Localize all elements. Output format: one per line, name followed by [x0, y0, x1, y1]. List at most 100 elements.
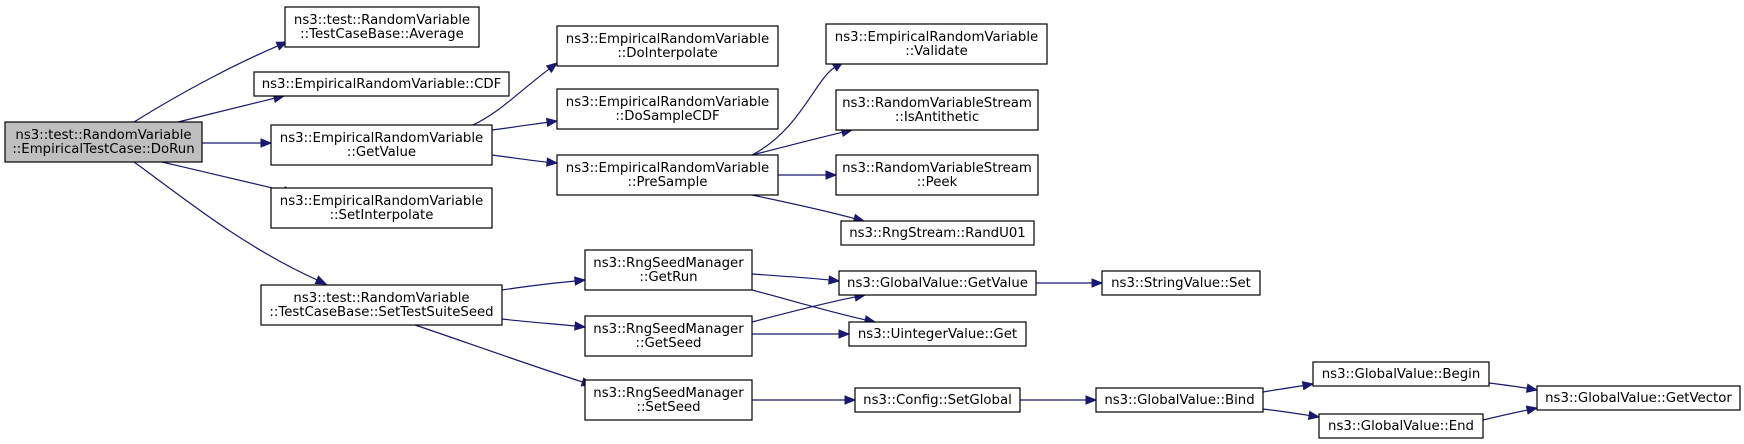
node-label: ns3::GlobalValue::Begin: [1322, 367, 1481, 382]
node-box: [835, 154, 1039, 196]
node-box: [584, 379, 753, 421]
node-peek[interactable]: ns3::RandomVariableStream::Peek: [835, 154, 1039, 196]
node-label: ns3::RngStream::RandU01: [849, 226, 1026, 241]
edge-line: [751, 289, 866, 321]
node-randU01[interactable]: ns3::RngStream::RandU01: [840, 220, 1035, 246]
node-box: [556, 25, 779, 67]
edge-getValueERV-to-doInterpolate: [472, 62, 559, 126]
arrowhead-icon: [275, 41, 289, 51]
node-gvBind[interactable]: ns3::GlobalValue::Bind: [1095, 387, 1264, 413]
edge-line: [751, 66, 835, 156]
node-doRun[interactable]: ns3::test::RandomVariable::EmpiricalTest…: [4, 121, 203, 163]
node-label: ::SetSeed: [636, 400, 700, 415]
edge-getValueERV-to-preSample: [491, 154, 559, 167]
node-average[interactable]: ns3::test::RandomVariable::TestCaseBase:…: [284, 6, 480, 48]
node-getSeed[interactable]: ns3::RngSeedManager::GetSeed: [584, 315, 753, 357]
edge-line: [751, 296, 856, 323]
node-label: ns3::RandomVariableStream: [842, 161, 1032, 176]
node-setInterpolate[interactable]: ns3::EmpiricalRandomVariable::SetInterpo…: [270, 187, 493, 229]
node-layer: ns3::test::RandomVariable::EmpiricalTest…: [4, 6, 1741, 439]
node-label: ns3::Config::SetGlobal: [863, 393, 1012, 408]
node-label: ns3::RngSeedManager: [593, 322, 744, 337]
node-box: [556, 88, 779, 130]
edge-line: [472, 68, 550, 126]
node-getValueERV[interactable]: ns3::EmpiricalRandomVariable::GetValue: [270, 124, 493, 166]
node-label: ::EmpiricalTestCase::DoRun: [12, 142, 194, 157]
edge-preSample-to-peek: [778, 170, 838, 180]
node-validate[interactable]: ns3::EmpiricalRandomVariable::Validate: [825, 23, 1048, 65]
node-isAntithetic[interactable]: ns3::RandomVariableStream::IsAntithetic: [835, 89, 1039, 131]
edge-line: [1488, 382, 1528, 389]
node-gvBegin[interactable]: ns3::GlobalValue::Begin: [1312, 361, 1490, 387]
arrowhead-icon: [545, 62, 559, 74]
node-box: [253, 71, 510, 97]
arrowhead-icon: [1085, 395, 1098, 405]
node-uintGet[interactable]: ns3::UintegerValue::Get: [848, 321, 1027, 347]
node-label: ns3::GlobalValue::Bind: [1104, 393, 1254, 408]
edge-configSetGlobal-to-gvBind: [1020, 395, 1098, 405]
node-label: ns3::StringValue::Set: [1111, 276, 1251, 291]
node-label: ::TestCaseBase::SetTestSuiteSeed: [269, 305, 493, 320]
node-label: ns3::UintegerValue::Get: [858, 327, 1017, 342]
node-label: ns3::GlobalValue::GetVector: [1545, 391, 1732, 406]
arrowhead-icon: [546, 157, 559, 167]
node-box: [584, 249, 753, 291]
node-label: ns3::RandomVariableStream: [842, 96, 1032, 111]
node-stringSet[interactable]: ns3::StringValue::Set: [1101, 270, 1261, 296]
node-box: [556, 154, 779, 196]
node-box: [825, 23, 1048, 65]
edge-line: [501, 280, 576, 291]
node-label: ::Validate: [905, 44, 968, 59]
edge-getValueERV-to-doSampleCDF: [491, 117, 559, 131]
edge-getSeed-to-uintGet: [752, 329, 851, 339]
node-label: ns3::EmpiricalRandomVariable: [566, 95, 769, 110]
arrowhead-icon: [574, 321, 587, 331]
node-label: ::DoInterpolate: [617, 46, 717, 61]
arrowhead-icon: [1525, 405, 1539, 415]
node-gvEnd[interactable]: ns3::GlobalValue::End: [1318, 413, 1484, 439]
node-label: ns3::test::RandomVariable: [294, 13, 470, 28]
node-gvGetVector[interactable]: ns3::GlobalValue::GetVector: [1536, 385, 1741, 411]
edge-getRun-to-gvGetValue: [751, 273, 841, 285]
edge-line: [133, 45, 279, 123]
node-label: ns3::EmpiricalRandomVariable: [566, 32, 769, 47]
edge-gvBegin-to-gvGetVector: [1488, 382, 1539, 393]
edge-gvGetValue-to-stringSet: [1035, 278, 1104, 288]
arrowhead-icon: [1525, 383, 1539, 393]
node-label: ::GetSeed: [636, 336, 702, 351]
node-box: [840, 220, 1035, 246]
arrowhead-icon: [844, 395, 857, 405]
node-label: ::DoSampleCDF: [615, 109, 719, 124]
node-label: ns3::EmpiricalRandomVariable::CDF: [262, 77, 502, 92]
node-gvGetValue[interactable]: ns3::GlobalValue::GetValue: [838, 270, 1037, 296]
arrowhead-icon: [260, 138, 273, 148]
node-getRun[interactable]: ns3::RngSeedManager::GetRun: [584, 249, 753, 291]
node-setSeed[interactable]: ns3::RngSeedManager::SetSeed: [584, 379, 753, 421]
node-setTestSuiteSeed[interactable]: ns3::test::RandomVariable::TestCaseBase:…: [260, 284, 503, 326]
node-label: ns3::RngSeedManager: [593, 386, 744, 401]
node-box: [1536, 385, 1741, 411]
edge-gvBind-to-gvBegin: [1262, 381, 1315, 393]
node-doInterpolate[interactable]: ns3::EmpiricalRandomVariable::DoInterpol…: [556, 25, 779, 67]
node-box: [1318, 413, 1484, 439]
node-label: ::GetValue: [347, 145, 416, 160]
edge-line: [133, 161, 318, 281]
node-doSampleCDF[interactable]: ns3::EmpiricalRandomVariable::DoSampleCD…: [556, 88, 779, 130]
edge-line: [491, 154, 548, 163]
edge-gvBind-to-gvEnd: [1262, 408, 1321, 421]
node-box: [835, 89, 1039, 131]
edge-line: [751, 194, 855, 220]
node-label: ::GetRun: [639, 270, 697, 285]
edge-setTestSuiteSeed-to-getSeed: [501, 318, 587, 331]
node-label: ::SetInterpolate: [330, 208, 434, 223]
node-label: ns3::EmpiricalRandomVariable: [280, 131, 483, 146]
node-cdf[interactable]: ns3::EmpiricalRandomVariable::CDF: [253, 71, 510, 97]
node-box: [270, 187, 493, 229]
edge-line: [1262, 385, 1304, 393]
edge-line: [1262, 408, 1310, 417]
arrowhead-icon: [1091, 278, 1104, 288]
node-preSample[interactable]: ns3::EmpiricalRandomVariable::PreSample: [556, 154, 779, 196]
edge-gvEnd-to-gvGetVector: [1482, 405, 1539, 421]
node-configSetGlobal[interactable]: ns3::Config::SetGlobal: [854, 387, 1021, 413]
